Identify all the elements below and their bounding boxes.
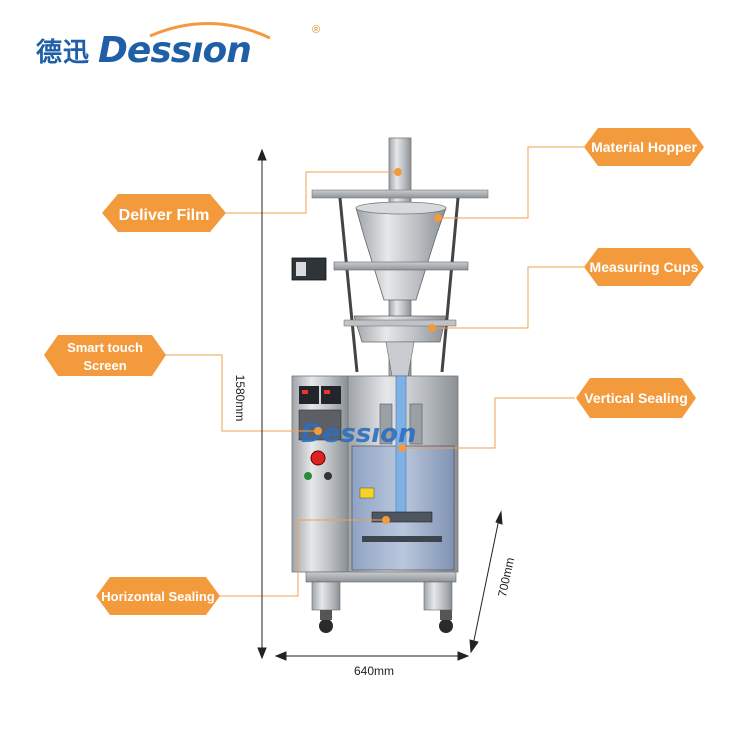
motor-label bbox=[296, 262, 306, 276]
brand-en-name: Dessıon bbox=[98, 30, 252, 71]
callout-smart-touch: Smart touch Screen bbox=[44, 335, 166, 376]
leader-horizontal-sealing bbox=[218, 519, 386, 597]
leader-material-hopper bbox=[438, 146, 584, 219]
caster-mount-right bbox=[440, 610, 452, 620]
film-roller-bar bbox=[311, 189, 489, 199]
frame-rod-left bbox=[338, 197, 359, 373]
callout-vertical-sealing: Vertical Sealing bbox=[576, 378, 696, 418]
horizontal-sealer-jaw bbox=[371, 511, 433, 523]
callout-material-hopper: Material Hopper bbox=[584, 128, 704, 166]
depth-dimension-line bbox=[471, 513, 501, 651]
dot-horizontal-sealing bbox=[382, 516, 390, 524]
depth-arrow-top bbox=[495, 510, 503, 525]
temp-display-1 bbox=[299, 386, 319, 404]
vertical-sealer-left bbox=[379, 403, 393, 445]
display-digit-1 bbox=[302, 390, 308, 394]
height-arrow-top bbox=[257, 148, 267, 161]
callout-horizontal-sealing: Horizontal Sealing bbox=[96, 577, 220, 615]
hopper-rim bbox=[355, 201, 447, 215]
callout-vertical-sealing-label: Vertical Sealing bbox=[584, 390, 688, 406]
leader-dots bbox=[314, 168, 442, 524]
horizontal-sealer-bar bbox=[362, 536, 442, 542]
callout-deliver-film: Deliver Film bbox=[102, 194, 226, 232]
width-arrow-left bbox=[274, 651, 287, 661]
temp-display-2 bbox=[321, 386, 341, 404]
depth-arrow-bottom bbox=[469, 639, 479, 654]
emergency-stop-button bbox=[310, 450, 326, 466]
measuring-plate bbox=[333, 261, 469, 271]
caster-left bbox=[319, 619, 333, 633]
leg-left bbox=[311, 581, 341, 611]
dot-deliver-film bbox=[394, 168, 402, 176]
touch-screen bbox=[298, 409, 342, 441]
width-dimension-label: 640mm bbox=[354, 664, 394, 678]
frame-rod-right bbox=[440, 197, 460, 373]
leader-lines bbox=[165, 146, 584, 597]
dot-material-hopper bbox=[434, 214, 442, 222]
height-dimension-label: 1580mm bbox=[233, 375, 247, 422]
packing-machine: Dessıon bbox=[291, 137, 489, 633]
vertical-sealer-right bbox=[409, 403, 423, 445]
dot-vertical-sealing bbox=[398, 444, 406, 452]
material-hopper bbox=[355, 207, 447, 301]
dimension-lines bbox=[257, 148, 503, 661]
callout-smart-touch-line1: Smart touch bbox=[67, 340, 143, 355]
leg-right bbox=[423, 581, 453, 611]
caster-right bbox=[439, 619, 453, 633]
start-button bbox=[304, 472, 312, 480]
callout-horizontal-sealing-label: Horizontal Sealing bbox=[101, 589, 214, 604]
dot-measuring-cups bbox=[428, 324, 436, 332]
depth-dimension-label: 700mm bbox=[495, 556, 517, 598]
stop-button bbox=[324, 472, 332, 480]
leader-vertical-sealing bbox=[402, 397, 575, 449]
caster-mount-left bbox=[320, 610, 332, 620]
callout-material-hopper-label: Material Hopper bbox=[591, 139, 697, 155]
warning-label bbox=[359, 487, 375, 499]
dot-smart-touch bbox=[314, 427, 322, 435]
display-digit-2 bbox=[324, 390, 330, 394]
registered-mark: ® bbox=[312, 24, 321, 36]
brand-logo: 德迅 Dessıon ® bbox=[36, 24, 320, 71]
leader-smart-touch bbox=[165, 354, 318, 432]
width-arrow-right bbox=[457, 651, 470, 661]
brand-cn-name: 德迅 bbox=[36, 38, 91, 68]
logo-swoosh bbox=[149, 22, 271, 40]
leader-measuring-cups bbox=[432, 266, 584, 329]
callout-deliver-film-label: Deliver Film bbox=[119, 207, 210, 224]
callout-smart-touch-line2: Screen bbox=[83, 358, 126, 373]
callout-measuring-cups-label: Measuring Cups bbox=[590, 259, 699, 275]
control-cabinet bbox=[291, 375, 349, 573]
leader-deliver-film bbox=[226, 171, 398, 214]
callout-measuring-cups: Measuring Cups bbox=[584, 248, 704, 286]
cup-disc bbox=[343, 319, 457, 327]
base-frame bbox=[305, 571, 457, 583]
height-arrow-bottom bbox=[257, 647, 267, 660]
